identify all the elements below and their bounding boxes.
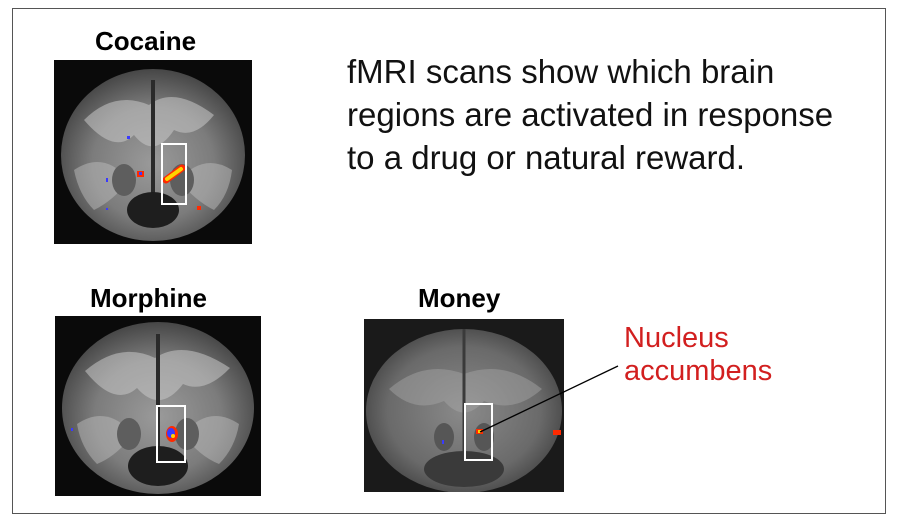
morphine-brain-scan <box>55 316 261 496</box>
money-title: Money <box>418 283 501 313</box>
morphine-title: Morphine <box>90 283 207 313</box>
money-brain-scan <box>364 319 564 492</box>
nucleus-accumbens-label: Nucleus accumbens <box>624 322 784 388</box>
nucleus-accumbens-text: Nucleus accumbens <box>624 322 773 387</box>
description-text: fMRI scans show which brain regions are … <box>347 53 834 176</box>
cocaine-brain-scan <box>54 60 252 244</box>
cocaine-title: Cocaine <box>95 26 197 56</box>
